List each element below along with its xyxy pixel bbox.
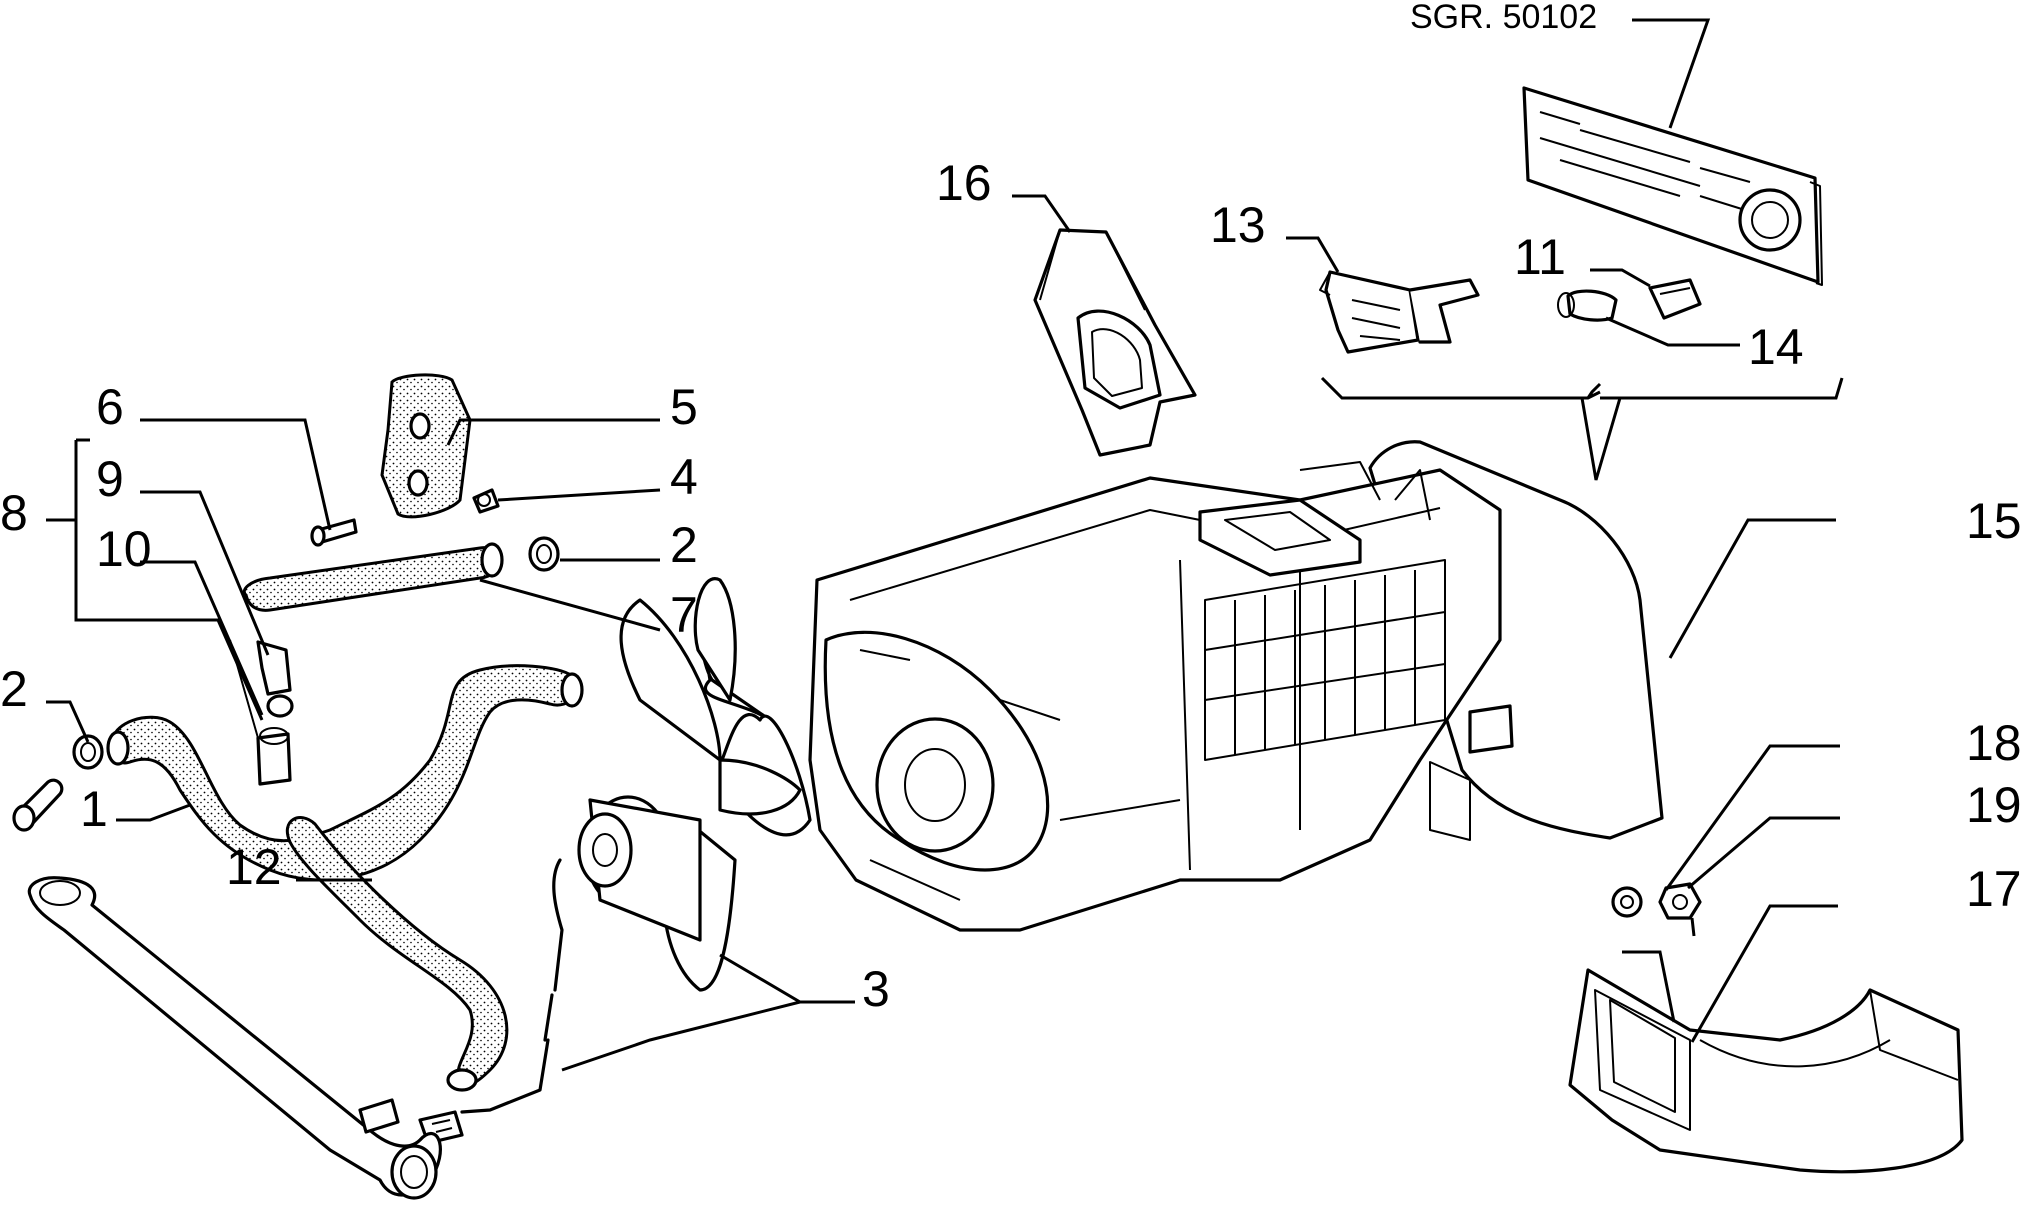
callout-12: 12 <box>226 839 282 895</box>
washer-18-part <box>1611 886 1643 918</box>
callout-5: 5 <box>670 379 698 435</box>
callout-8: 8 <box>0 485 28 541</box>
long-pipe-part <box>27 876 442 1200</box>
callout-14: 14 <box>1748 319 1804 375</box>
callout-17: 17 <box>1966 861 2022 917</box>
hose-7-part <box>242 542 504 612</box>
callout-3: 3 <box>862 961 890 1017</box>
valve-9-part <box>256 640 294 718</box>
ref-text: SGR. 50102 <box>1410 0 1597 36</box>
callout-1: 1 <box>80 781 108 837</box>
callout-7: 7 <box>670 587 698 643</box>
callout-4: 4 <box>670 449 698 505</box>
holder-11-part <box>1648 278 1702 320</box>
clamp-2-upper-part <box>528 536 560 572</box>
callout-9: 9 <box>96 451 124 507</box>
blower-fan-part <box>418 577 812 1145</box>
bulb-14-part <box>1557 289 1618 322</box>
hose-1-part <box>106 664 584 882</box>
callout-6: 6 <box>96 379 124 435</box>
callout-2-lower: 2 <box>0 661 28 717</box>
callout-19: 19 <box>1966 777 2022 833</box>
callout-13: 13 <box>1210 197 1266 253</box>
control-panel-part <box>1522 86 1823 286</box>
callout-18: 18 <box>1966 715 2022 771</box>
clamp-2-lower-part <box>72 734 104 770</box>
callout-15: 15 <box>1966 493 2022 549</box>
callout-2-upper: 2 <box>670 517 698 573</box>
leader-lines <box>46 194 1844 1072</box>
hose-12-part <box>285 816 509 1092</box>
pipe-stub-part <box>12 778 64 832</box>
callout-11: 11 <box>1514 229 1566 285</box>
callout-16: 16 <box>936 155 992 211</box>
flange-5-part <box>380 373 472 519</box>
duct-17-part <box>1568 968 1964 1174</box>
resistor-13-part <box>1319 270 1480 354</box>
nut-19-part <box>1658 882 1702 920</box>
bolt-6-part <box>310 518 358 547</box>
callout-10: 10 <box>96 521 152 577</box>
heater-housing-part <box>808 440 1664 932</box>
nut-4-part <box>472 488 500 514</box>
callout-ref: SGR. 50102 <box>1410 0 1711 129</box>
duct-16-part <box>1033 228 1197 457</box>
callout-labels: 6 5 4 2 7 9 10 8 2 1 12 3 16 13 11 14 15… <box>0 155 2022 1017</box>
